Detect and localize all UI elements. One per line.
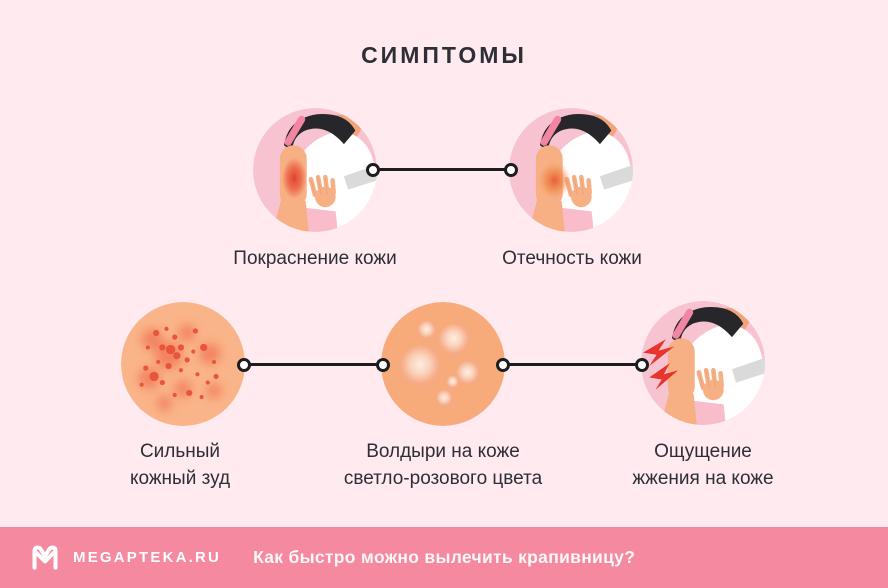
label-line: Волдыри на коже bbox=[366, 441, 520, 462]
label-line: Отечность кожи bbox=[502, 248, 642, 269]
label-line: кожный зуд bbox=[129, 468, 231, 489]
illustration-skin-swelling bbox=[509, 108, 633, 232]
connector-node bbox=[504, 163, 518, 177]
symptom-label-blisters: Волдыри на коже светло-розового цвета bbox=[313, 438, 573, 492]
megapteka-logo-icon bbox=[32, 544, 58, 570]
symptom-label-swelling: Отечность кожи bbox=[462, 245, 682, 272]
illustration-itch-rash bbox=[121, 302, 245, 426]
connector-line bbox=[503, 363, 642, 366]
blisters-icon bbox=[381, 302, 505, 426]
label-line: Ощущение bbox=[654, 441, 752, 462]
connector-line bbox=[373, 168, 511, 171]
label-line: жжения на коже bbox=[632, 468, 774, 489]
symptom-label-itch: Сильный кожный зуд bbox=[80, 438, 280, 492]
connector-node bbox=[635, 358, 649, 372]
label-line: светло-розового цвета bbox=[343, 468, 543, 489]
label-line: Покраснение кожи bbox=[233, 248, 397, 269]
page-title: СИМПТОМЫ bbox=[361, 42, 527, 68]
label-line: Сильный bbox=[139, 441, 221, 462]
lightning-icon bbox=[643, 339, 679, 390]
footer-question: Как быстро можно вылечить крапивницу? bbox=[253, 547, 636, 567]
brand: MEGAPTEKA.RU bbox=[30, 544, 221, 572]
person-scratching-arm-burning-icon bbox=[641, 301, 765, 425]
person-scratching-arm-swelling-icon bbox=[509, 108, 633, 232]
illustration-burning bbox=[641, 301, 765, 425]
connector-node bbox=[366, 163, 380, 177]
symptom-label-redness: Покраснение кожи bbox=[205, 245, 425, 272]
rash-spots-icon bbox=[121, 302, 245, 426]
connector-node bbox=[237, 358, 251, 372]
symptom-label-burning: Ощущение жжения на коже bbox=[593, 438, 813, 492]
illustration-skin-redness bbox=[253, 108, 377, 232]
person-scratching-arm-redness-icon bbox=[253, 108, 377, 232]
illustration-blisters bbox=[381, 302, 505, 426]
connector-node bbox=[376, 358, 390, 372]
brand-name: MEGAPTEKA.RU bbox=[73, 549, 222, 566]
connector-line bbox=[244, 363, 383, 366]
footer-bar: MEGAPTEKA.RU Как быстро можно вылечить к… bbox=[0, 527, 888, 588]
connector-node bbox=[496, 358, 510, 372]
